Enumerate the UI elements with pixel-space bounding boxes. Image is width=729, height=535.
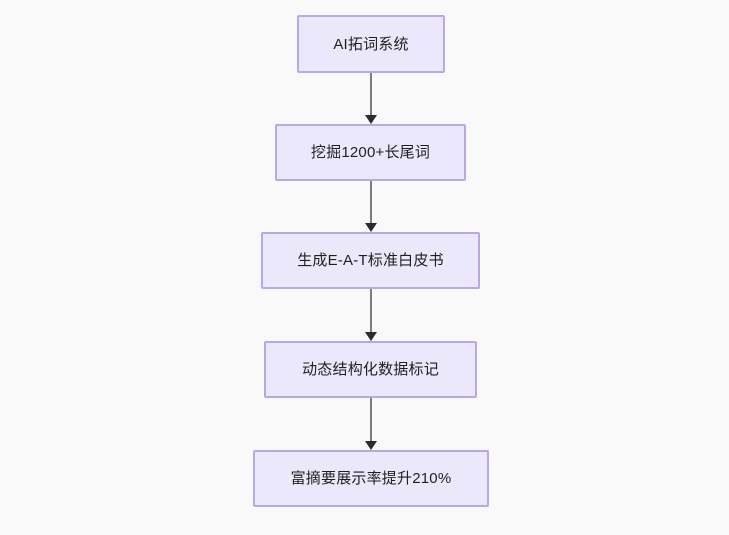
flowchart-node-generate-eat-whitepaper[interactable]: 生成E-A-T标准白皮书 (261, 232, 480, 289)
arrowhead-icon (365, 223, 377, 232)
arrowhead-icon (365, 115, 377, 124)
flowchart-node-ai-keyword-system[interactable]: AI拓词系统 (297, 15, 445, 73)
edge-line (370, 398, 372, 444)
arrowhead-icon (365, 332, 377, 341)
arrowhead-icon (365, 441, 377, 450)
node-label: 挖掘1200+长尾词 (310, 144, 431, 161)
edge-line (370, 181, 372, 226)
flowchart-node-rich-snippet-rate-increase[interactable]: 富摘要展示率提升210% (253, 450, 489, 507)
node-label: AI拓词系统 (333, 35, 409, 53)
node-label: 生成E-A-T标准白皮书 (297, 252, 444, 269)
node-label: 动态结构化数据标记 (302, 361, 439, 378)
flowchart-node-dynamic-structured-data-markup[interactable]: 动态结构化数据标记 (264, 341, 477, 398)
edge-line (370, 289, 372, 335)
edge-line (370, 73, 372, 118)
node-label: 富摘要展示率提升210% (290, 470, 452, 487)
flowchart-node-mine-longtail-keywords[interactable]: 挖掘1200+长尾词 (275, 124, 466, 181)
